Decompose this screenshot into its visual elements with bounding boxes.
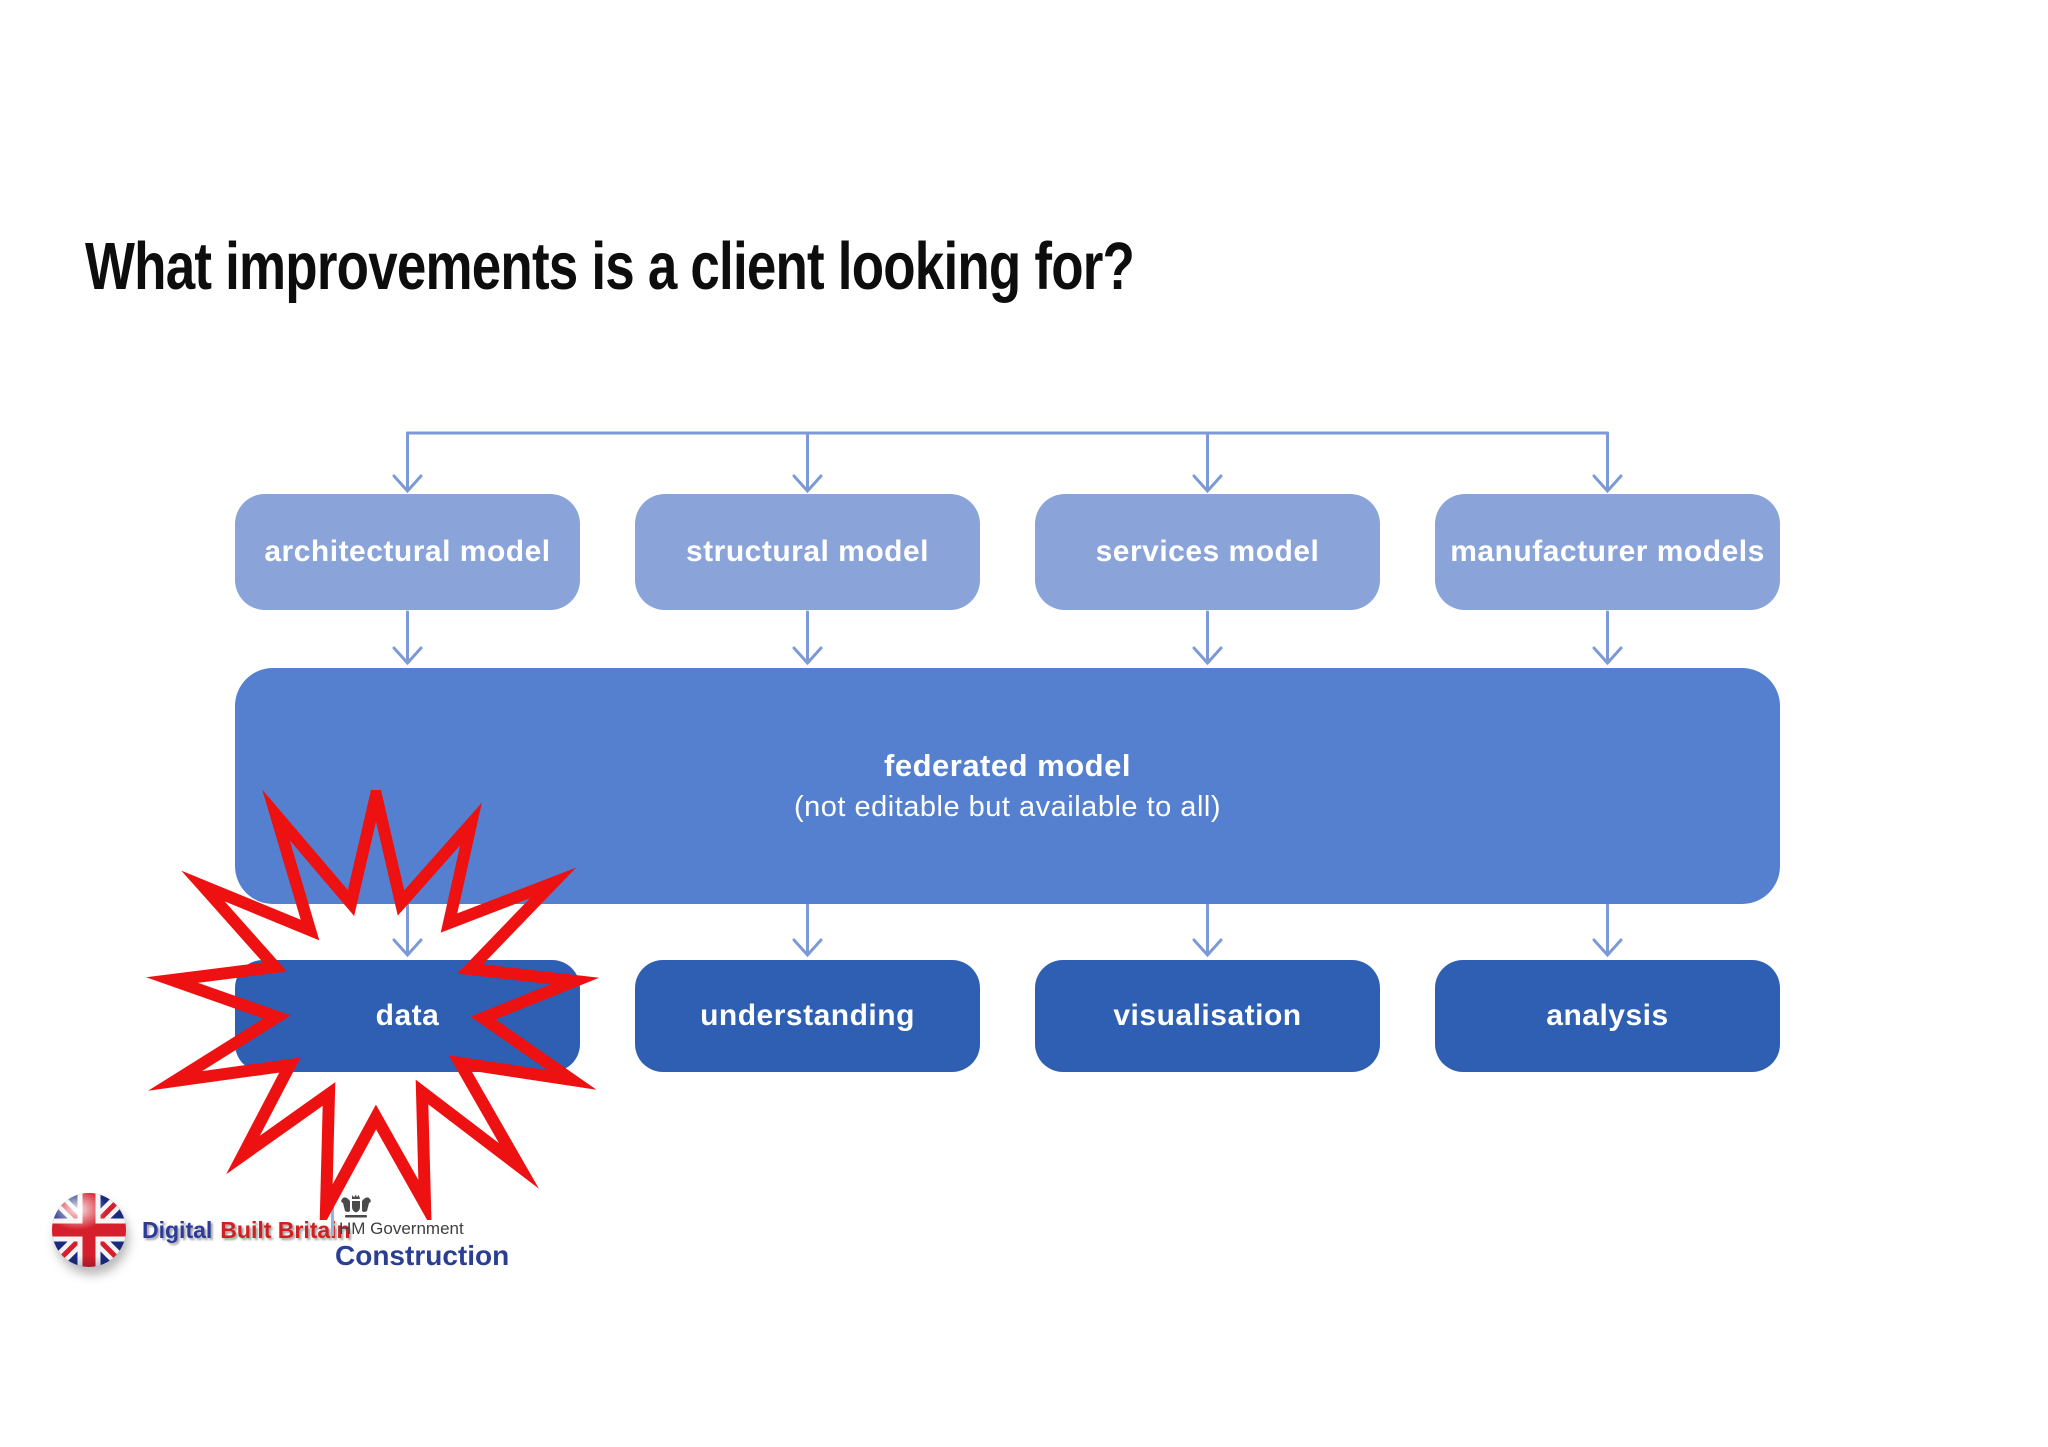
node-label: analysis	[1546, 999, 1669, 1032]
slide-title: What improvements is a client looking fo…	[85, 229, 1135, 304]
node-label: manufacturer models	[1450, 535, 1765, 568]
hmg-divider-bar	[331, 1199, 334, 1236]
node-label: services model	[1095, 535, 1320, 568]
union-jack-sphere-icon	[52, 1193, 126, 1267]
node-label: structural model	[685, 535, 930, 568]
node-federated-model: federated model (not editable but availa…	[235, 668, 1780, 904]
federated-model-subtitle: (not editable but available to all)	[794, 791, 1221, 823]
node-structural-model: structural model	[635, 494, 980, 610]
node-understanding: understanding	[635, 960, 980, 1072]
node-label: architectural model	[264, 535, 551, 568]
node-label: visualisation	[1113, 999, 1302, 1032]
node-visualisation: visualisation	[1035, 960, 1380, 1072]
hm-government-label: HM Government	[339, 1219, 464, 1238]
construction-label: Construction	[335, 1240, 510, 1271]
node-architectural-model: architectural model	[235, 494, 580, 610]
royal-crest-icon	[341, 1194, 371, 1218]
dbb-built-britain-text: Built Britain	[220, 1217, 351, 1243]
node-label: data	[375, 999, 440, 1032]
dbb-digital-text: Digital	[142, 1217, 213, 1243]
node-analysis: analysis	[1435, 960, 1780, 1072]
node-label: understanding	[700, 999, 915, 1032]
node-services-model: services model	[1035, 494, 1380, 610]
node-manufacturer-models: manufacturer models	[1435, 494, 1780, 610]
sphere-gloss	[52, 1193, 126, 1267]
digital-built-britain-label: Digital Built Britain	[142, 1217, 351, 1244]
federated-model-title: federated model	[884, 748, 1131, 783]
node-data: data	[235, 960, 580, 1072]
